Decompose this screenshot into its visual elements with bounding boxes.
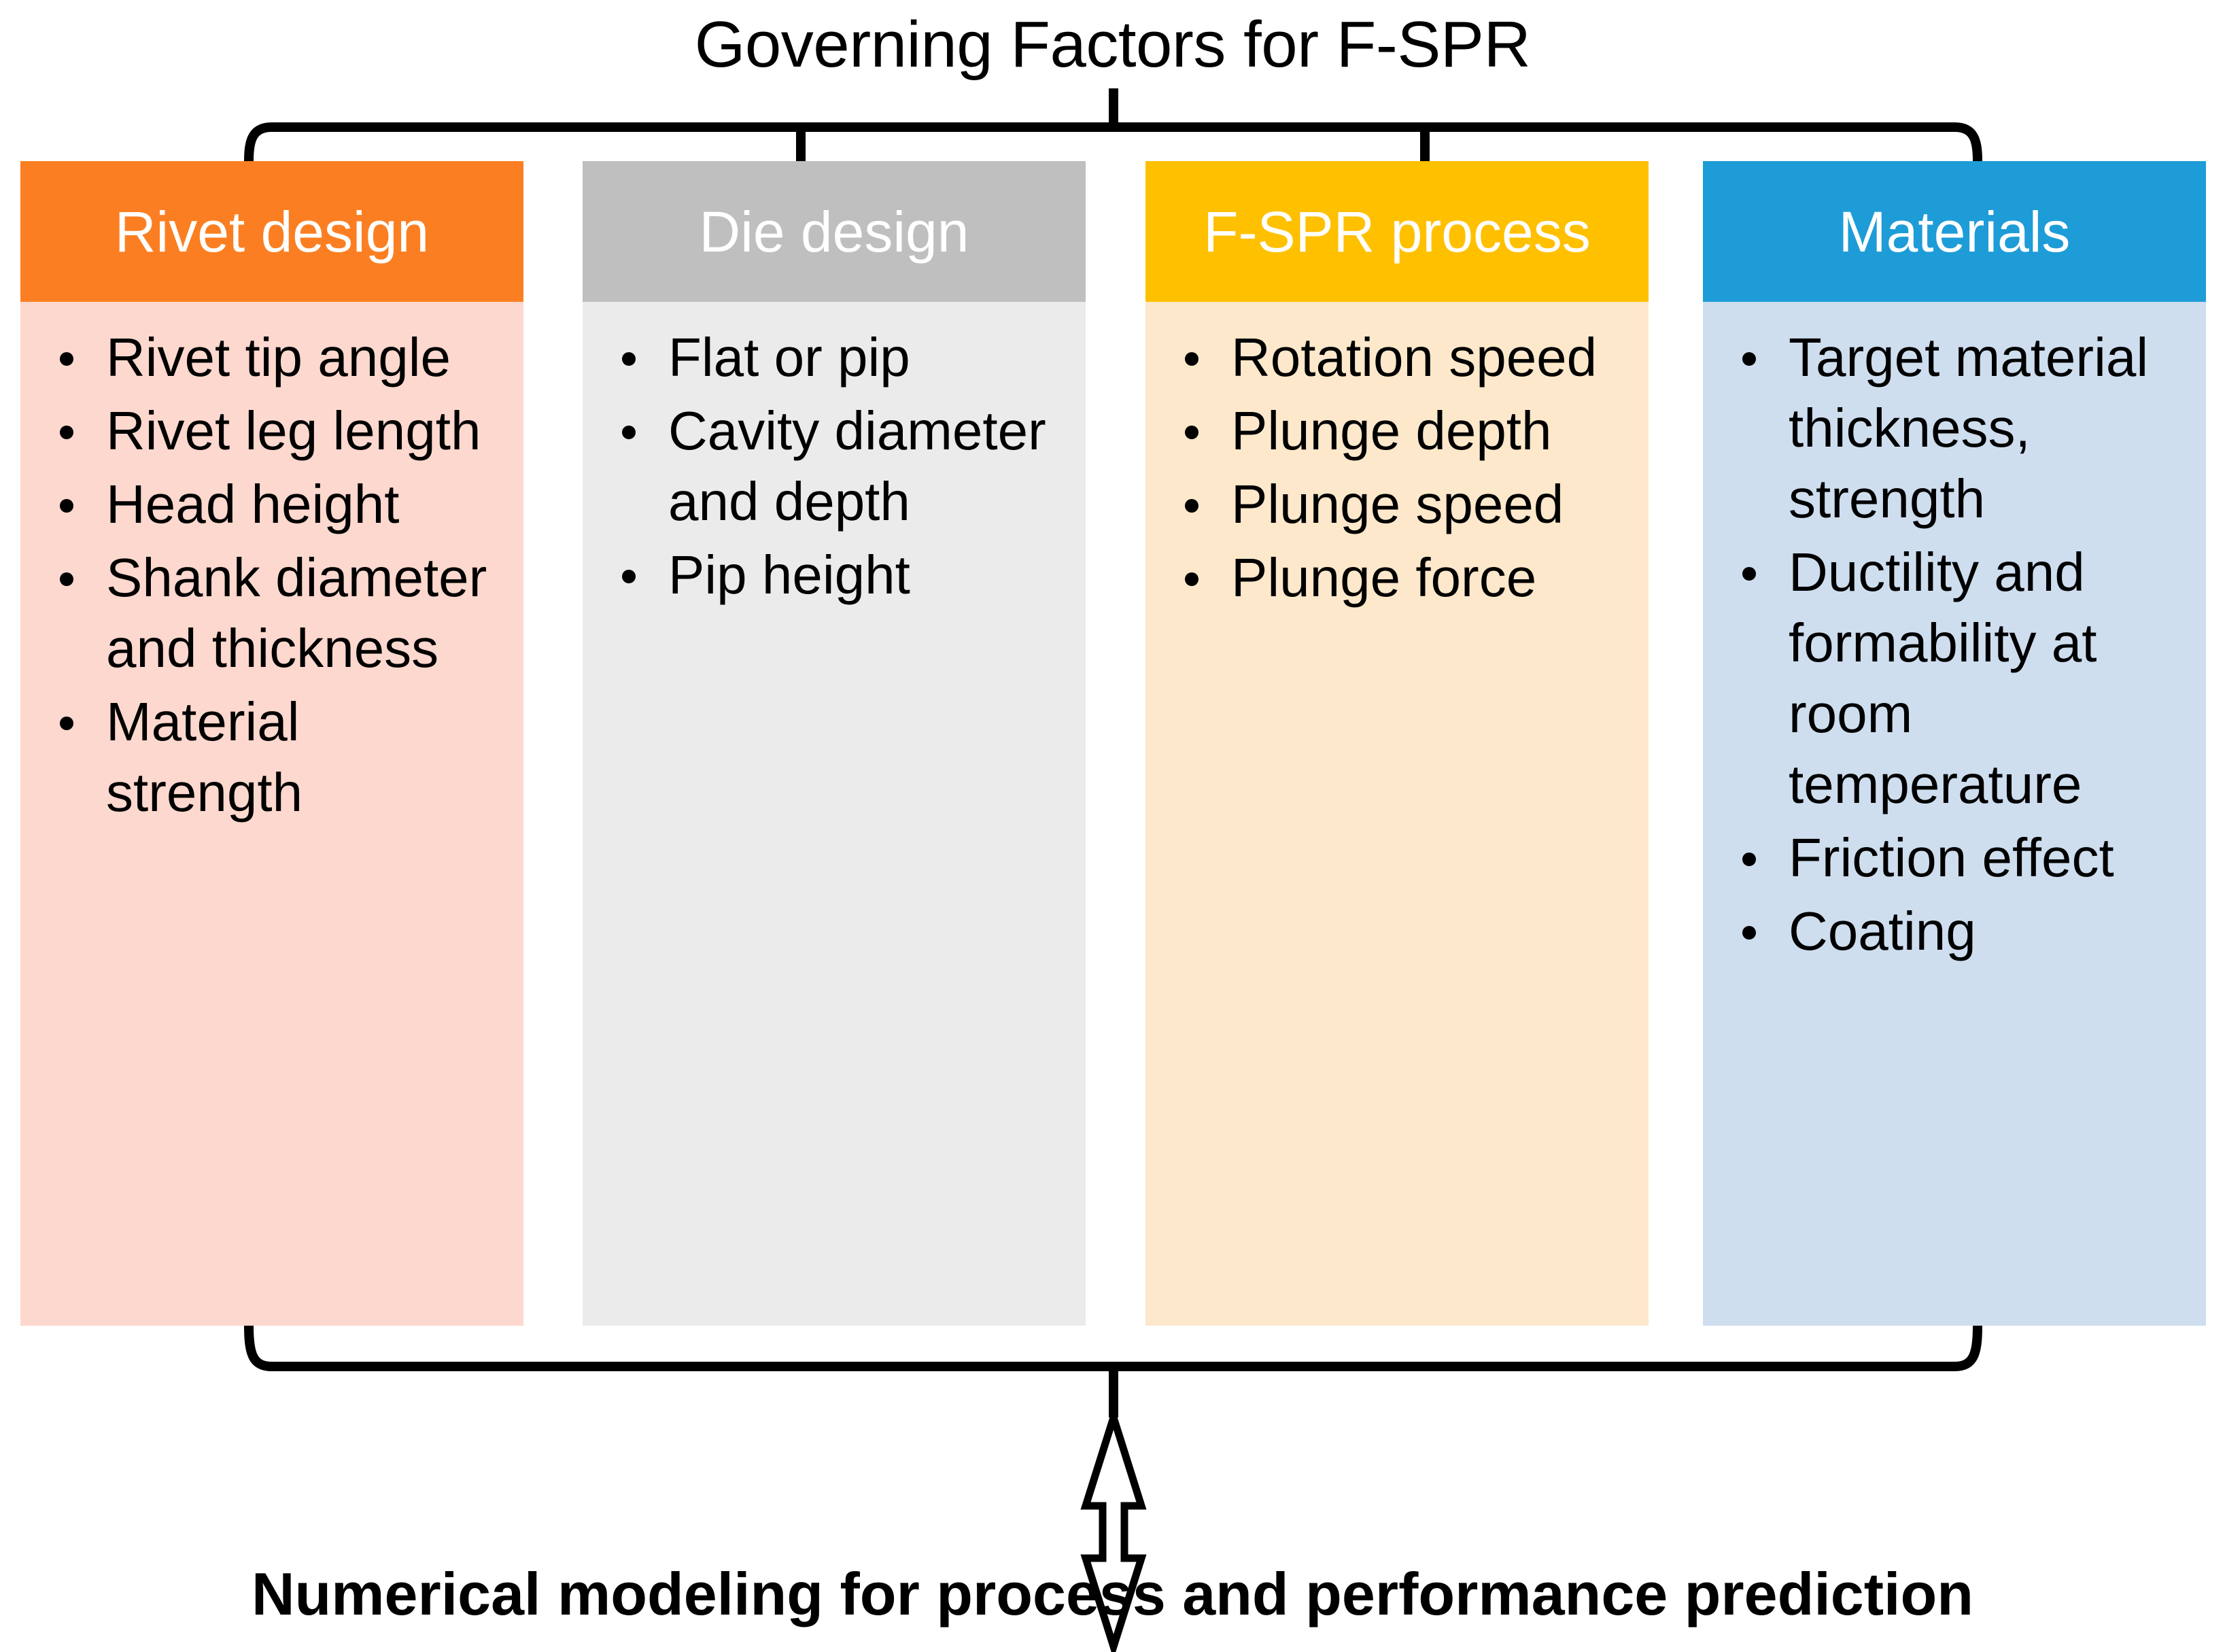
list-item: Plunge force [1160,543,1634,613]
bullet-list-die-design: Flat or pip Cavity diameter and depth Pi… [598,322,1071,610]
bullet-list-materials: Target material thickness, strength Duct… [1718,322,2191,967]
list-item: Rivet leg length [35,396,508,466]
list-item: Rivet tip angle [35,322,508,393]
bullet-list-rivet-design: Rivet tip angle Rivet leg length Head he… [35,322,508,828]
column-body-materials: Target material thickness, strength Duct… [1703,302,2206,1326]
list-item: Material strength [35,687,508,828]
column-body-die-design: Flat or pip Cavity diameter and depth Pi… [583,302,1086,1326]
column-body-fspr-process: Rotation speed Plunge depth Plunge speed… [1145,302,1649,1326]
list-item: Plunge speed [1160,469,1634,540]
bullet-list-fspr-process: Rotation speed Plunge depth Plunge speed… [1160,322,1634,613]
list-item: Shank diameter and thickness [35,543,508,684]
column-body-rivet-design: Rivet tip angle Rivet leg length Head he… [20,302,523,1326]
list-item: Target material thickness, strength [1718,322,2191,534]
factor-column-materials: Materials Target material thickness, str… [1703,161,2206,1326]
factor-column-die-design: Die design Flat or pip Cavity diameter a… [583,161,1086,1326]
column-header-materials: Materials [1703,161,2206,302]
list-item: Ductility and formability at room temper… [1718,537,2191,820]
list-item: Rotation speed [1160,322,1634,393]
column-header-rivet-design: Rivet design [20,161,523,302]
list-item: Cavity diameter and depth [598,396,1071,537]
bottom-bracket [244,1325,1982,1417]
factor-column-rivet-design: Rivet design Rivet tip angle Rivet leg l… [20,161,523,1326]
footer-caption: Numerical modeling for process and perfo… [251,1560,1973,1628]
factor-column-fspr-process: F-SPR process Rotation speed Plunge dept… [1145,161,1649,1326]
list-item: Pip height [598,540,1071,610]
list-item: Plunge depth [1160,396,1634,466]
list-item: Coating [1718,896,2191,967]
list-item: Flat or pip [598,322,1071,393]
top-bracket [244,88,1982,162]
column-header-fspr-process: F-SPR process [1145,161,1649,302]
list-item: Head height [35,469,508,540]
column-header-die-design: Die design [583,161,1086,302]
list-item: Friction effect [1718,823,2191,893]
page-title: Governing Factors for F-SPR [694,8,1531,81]
